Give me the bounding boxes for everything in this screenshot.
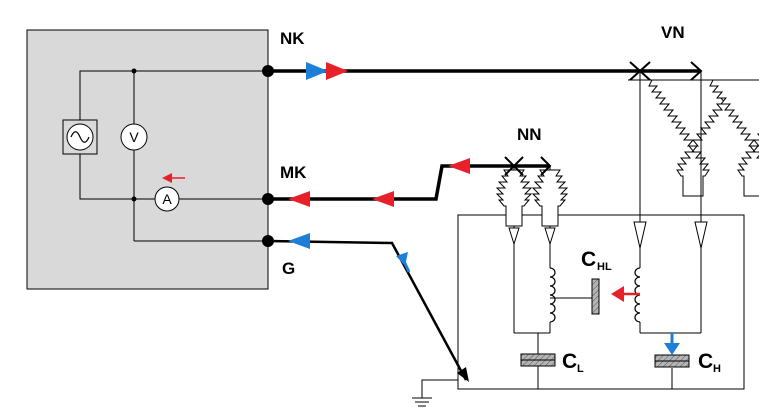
- arrow-blue-g: [288, 233, 310, 249]
- label-nk: NK: [280, 29, 305, 48]
- arrow-blue-nk: [306, 62, 328, 80]
- label-ch-sub: H: [713, 363, 721, 375]
- lead-g-to-tank: [267, 233, 469, 382]
- lead-mk-to-nn: [268, 156, 552, 207]
- ammeter-current-arrow: [162, 173, 185, 183]
- instrument-panel: [26, 29, 269, 290]
- voltmeter-symbol: V: [129, 129, 139, 145]
- label-nn: NN: [517, 125, 542, 144]
- arrow-red-mk-3: [448, 158, 470, 174]
- lv-winding-coil: [549, 267, 556, 323]
- bushing-nn-left: [495, 166, 533, 246]
- lead-nk-to-vn: [268, 61, 703, 81]
- ammeter: A: [154, 186, 180, 212]
- arrow-red-nk: [326, 62, 348, 80]
- ac-source-icon: [62, 119, 98, 155]
- capacitor-ch: [654, 333, 690, 368]
- label-vn: VN: [661, 23, 685, 42]
- bushing-vn-right: [689, 71, 759, 249]
- label-cl-sub: L: [577, 363, 584, 375]
- label-chl-sub: HL: [597, 261, 612, 273]
- label-cl-main: C: [562, 350, 577, 373]
- ground-icon: [412, 379, 458, 407]
- arrow-red-mk-1: [288, 191, 310, 207]
- bushing-nn-right: [531, 166, 569, 246]
- label-mk: MK: [280, 163, 307, 182]
- voltmeter: V: [120, 123, 148, 151]
- capacitor-chl: [591, 278, 640, 315]
- label-g: G: [282, 259, 295, 278]
- bushing-vn-left: [628, 71, 738, 249]
- capacitor-cl: [520, 353, 556, 367]
- label-chl-main: C: [581, 248, 596, 271]
- transformer-tank: [457, 214, 745, 390]
- ammeter-symbol: A: [162, 191, 172, 207]
- arrow-blue-g-2: [396, 252, 408, 266]
- test-instrument: V A: [26, 29, 274, 290]
- label-ch-main: C: [698, 350, 713, 373]
- arrow-red-mk-2: [372, 191, 394, 207]
- instrument-wire-top: [79, 70, 268, 120]
- instrument-wire-bottom: [79, 154, 268, 200]
